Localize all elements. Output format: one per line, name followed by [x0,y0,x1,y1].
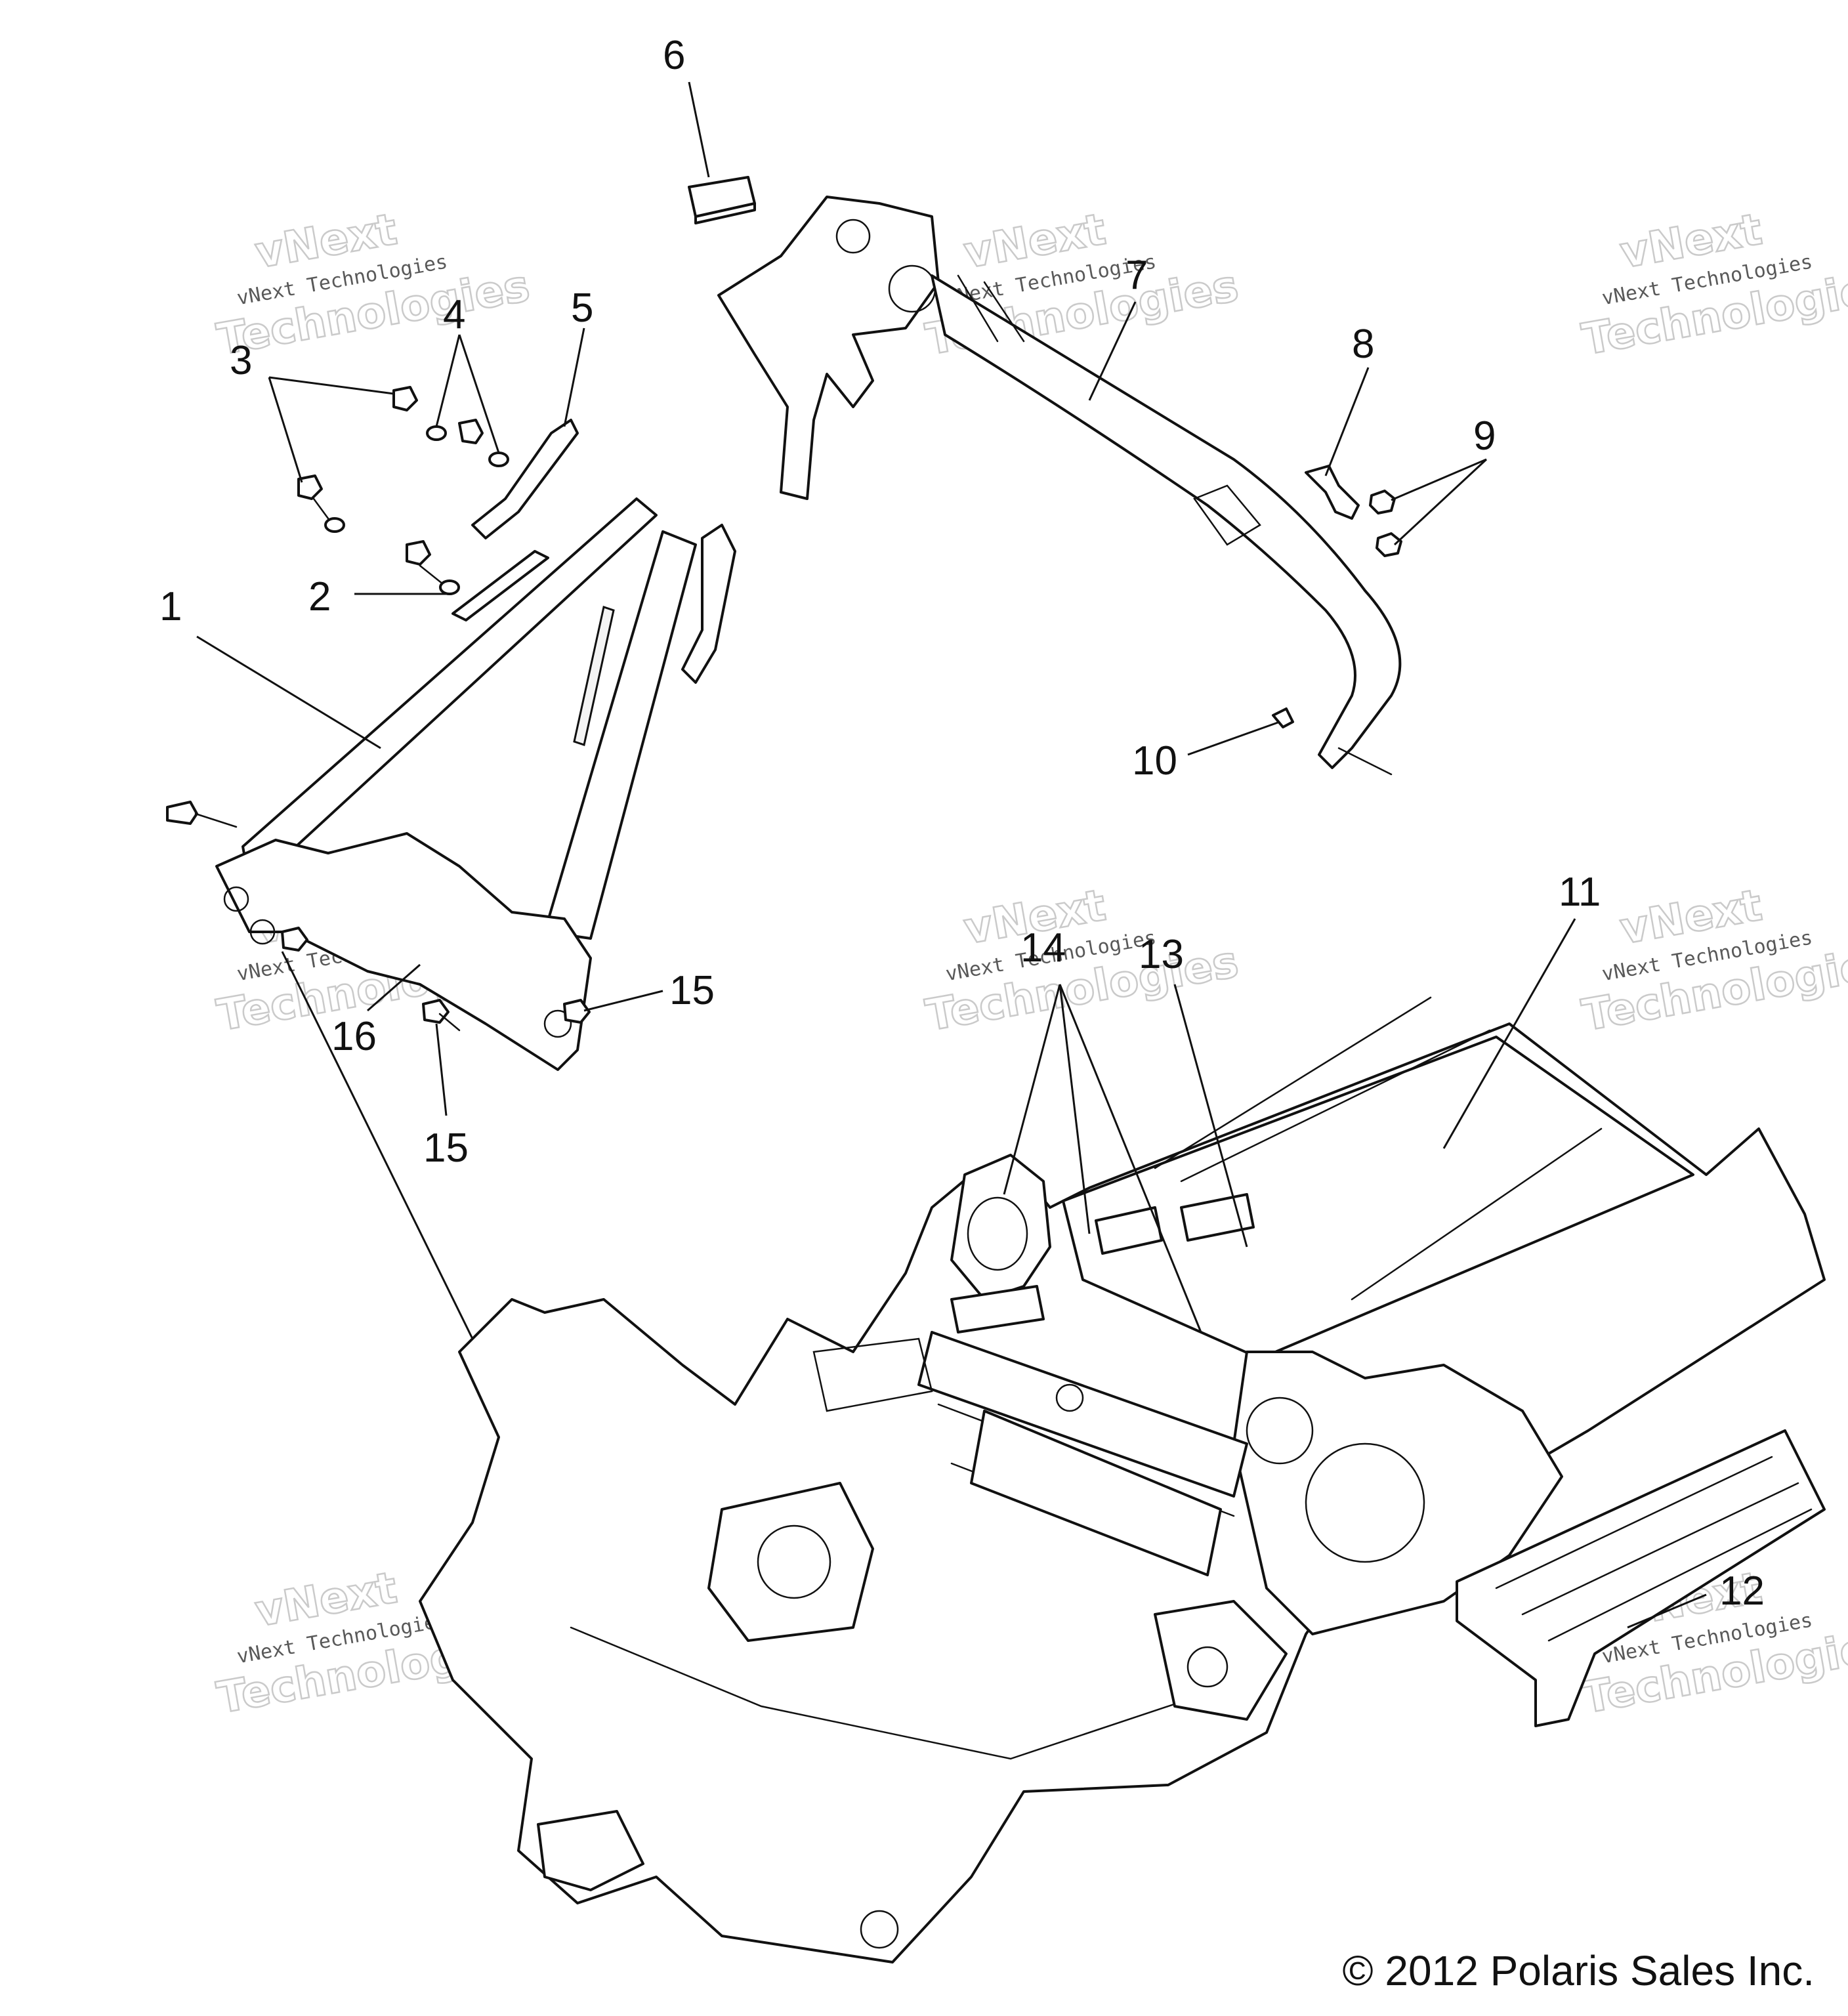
leader-11 [1442,918,1576,1149]
callout-4: 4 [443,292,465,337]
callout-3: 3 [230,338,252,383]
leader-lines [196,81,1707,1629]
leader-4b [458,334,500,453]
leader-10 [1187,721,1280,756]
leader-13 [1173,984,1248,1248]
leader-16 [367,963,421,1012]
part-1-bumper-assembly [215,497,736,1071]
part-15-16-bolts [166,801,591,1032]
leader-6 [688,81,710,178]
callout-1: 1 [159,584,182,629]
part-6-block [688,176,756,224]
leader-9b [1393,458,1488,546]
callout-7: 7 [1125,253,1148,298]
watermark-3: vNext vNext Technologies Technologies [1578,203,1848,366]
callout-10: 10 [1132,738,1177,784]
part-8-clamp [1305,465,1360,520]
part-10-clip [1272,707,1294,728]
part-3-4-5-fasteners [297,386,579,595]
callout-5: 5 [571,285,593,331]
leader-15b [435,1023,448,1116]
callouts: 1 2 3 4 5 6 7 8 9 10 11 12 13 14 15 15 1… [159,33,1765,1614]
callout-15a: 15 [669,968,715,1013]
callout-16: 16 [331,1014,377,1059]
part-12-running-board [1456,1429,1826,1727]
callout-15b: 15 [423,1125,469,1171]
watermark-6: vNext vNext Technologies Technologies [1578,879,1848,1041]
leader-3a [268,376,394,395]
leader-4a [435,334,461,427]
callout-9: 9 [1473,413,1496,459]
copyright-notice: © 2012 Polaris Sales Inc. [1342,1947,1815,1994]
callout-8: 8 [1352,322,1374,367]
leader-7 [1088,301,1137,401]
leader-5 [563,327,585,427]
leader-14c [1059,984,1202,1333]
part-7-steering-post [717,196,1402,776]
callout-13: 13 [1139,932,1184,977]
callout-12: 12 [1719,1568,1765,1614]
leader-8 [1324,367,1370,476]
leader-9a [1391,458,1487,501]
callout-11: 11 [1559,870,1601,915]
leader-15a [583,990,663,1012]
leader-16b [281,951,474,1339]
part-9-nuts [1369,490,1402,557]
leader-12 [1627,1593,1707,1629]
callout-2: 2 [308,574,331,620]
leader-1 [196,635,381,749]
leader-14a [1003,984,1061,1195]
watermark-5: vNext vNext Technologies Technologies [921,879,1243,1041]
callout-14: 14 [1020,925,1066,971]
callout-6: 6 [663,33,685,78]
part-2-strip [452,550,549,621]
leader-3b [268,377,303,483]
leader-14b [1059,984,1091,1234]
part-11-13-14-chassis [419,996,1826,1964]
